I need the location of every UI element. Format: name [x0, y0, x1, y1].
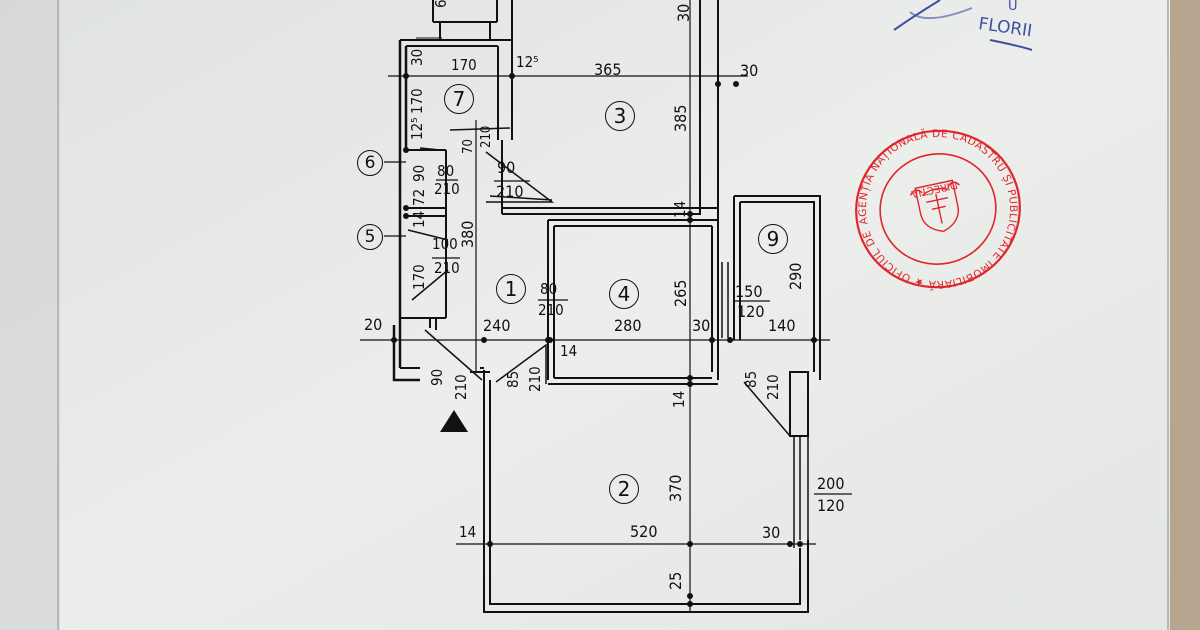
dim-label: 6	[432, 0, 450, 8]
dim-label: 100	[432, 235, 458, 253]
dim-label: 210	[452, 374, 470, 400]
dim-label: 120	[737, 302, 765, 321]
walls	[392, 0, 821, 613]
official-stamp-red: AGENȚIA NAȚIONALĂ DE CADASTRU ȘI PUBLICI…	[848, 124, 1028, 294]
dim-label: 210	[538, 301, 564, 319]
stamp-ring-text: AGENȚIA NAȚIONALĂ DE CADASTRU ȘI PUBLICI…	[848, 124, 1028, 294]
dim-label: 380	[458, 220, 477, 248]
dim-label: 520	[630, 522, 658, 541]
room-marker-5: 5	[357, 224, 383, 250]
dim-label: 14	[410, 210, 428, 228]
dimension-ticks	[391, 73, 817, 607]
dim-label: 290	[786, 262, 805, 290]
dim-label: 30	[692, 316, 711, 335]
dim-label: 20	[364, 315, 383, 334]
room-marker-2: 2	[609, 474, 639, 504]
room-marker-9: 9	[758, 224, 788, 254]
dim-label: 14	[671, 200, 689, 218]
door-swings	[407, 127, 791, 437]
dim-label: 14	[670, 390, 688, 408]
dim-label: 30	[740, 61, 759, 80]
dim-label: 14	[560, 342, 578, 360]
svg-text:AGENȚIA NAȚIONALĂ DE CADASTRU: AGENȚIA NAȚIONALĂ DE CADASTRU ȘI PUBLICI…	[848, 124, 1028, 294]
room-marker-4: 4	[609, 279, 639, 309]
official-stamp-blue: FLORII U	[893, 0, 1033, 51]
dim-label: 210	[526, 366, 544, 392]
dim-label: 14	[459, 523, 477, 541]
dim-label: 30	[762, 523, 781, 542]
dim-label: 72	[410, 188, 428, 206]
dim-label: 240	[483, 316, 511, 335]
dimension-lines	[360, 0, 830, 612]
dim-label: 90	[428, 368, 446, 386]
dim-label: 120	[817, 496, 845, 515]
dim-label: 70	[461, 139, 476, 154]
dim-label: 80	[540, 280, 558, 298]
room-marker-7: 7	[444, 84, 474, 114]
dim-label: 370	[666, 474, 685, 502]
dim-label: 90	[410, 164, 428, 182]
dim-label: 150	[735, 282, 763, 301]
dim-label: 210	[434, 180, 460, 198]
dim-label: 12⁵	[408, 117, 426, 140]
dim-label: 140	[768, 316, 796, 335]
dim-label: 210	[434, 259, 460, 277]
dim-label: 265	[671, 279, 690, 307]
dim-label: 210	[479, 125, 494, 148]
blue-stamp-text: FLORII	[977, 14, 1033, 41]
dim-label: 170	[408, 88, 426, 114]
dim-label: 30	[408, 48, 426, 66]
dim-label: 90	[497, 158, 516, 177]
room-marker-6: 6	[357, 150, 383, 176]
dim-label: 30	[674, 3, 693, 22]
dim-label: 85	[742, 370, 760, 388]
room-marker-1: 1	[496, 274, 526, 304]
dim-label: 170	[410, 264, 428, 290]
dim-label: 170	[451, 56, 477, 74]
dim-label: 385	[671, 104, 690, 132]
dim-label: 280	[614, 316, 642, 335]
dim-label: 210	[496, 182, 524, 201]
dim-label: 365	[594, 60, 622, 79]
room-marker-3: 3	[605, 101, 635, 131]
dim-label: 80	[437, 162, 455, 180]
dim-label: 25	[666, 571, 685, 590]
dim-label: 200	[817, 474, 845, 493]
svg-text:U: U	[1008, 0, 1018, 14]
dim-label: 85	[504, 370, 522, 388]
dim-label: 210	[764, 374, 782, 400]
dim-label: 12⁵	[516, 53, 539, 71]
